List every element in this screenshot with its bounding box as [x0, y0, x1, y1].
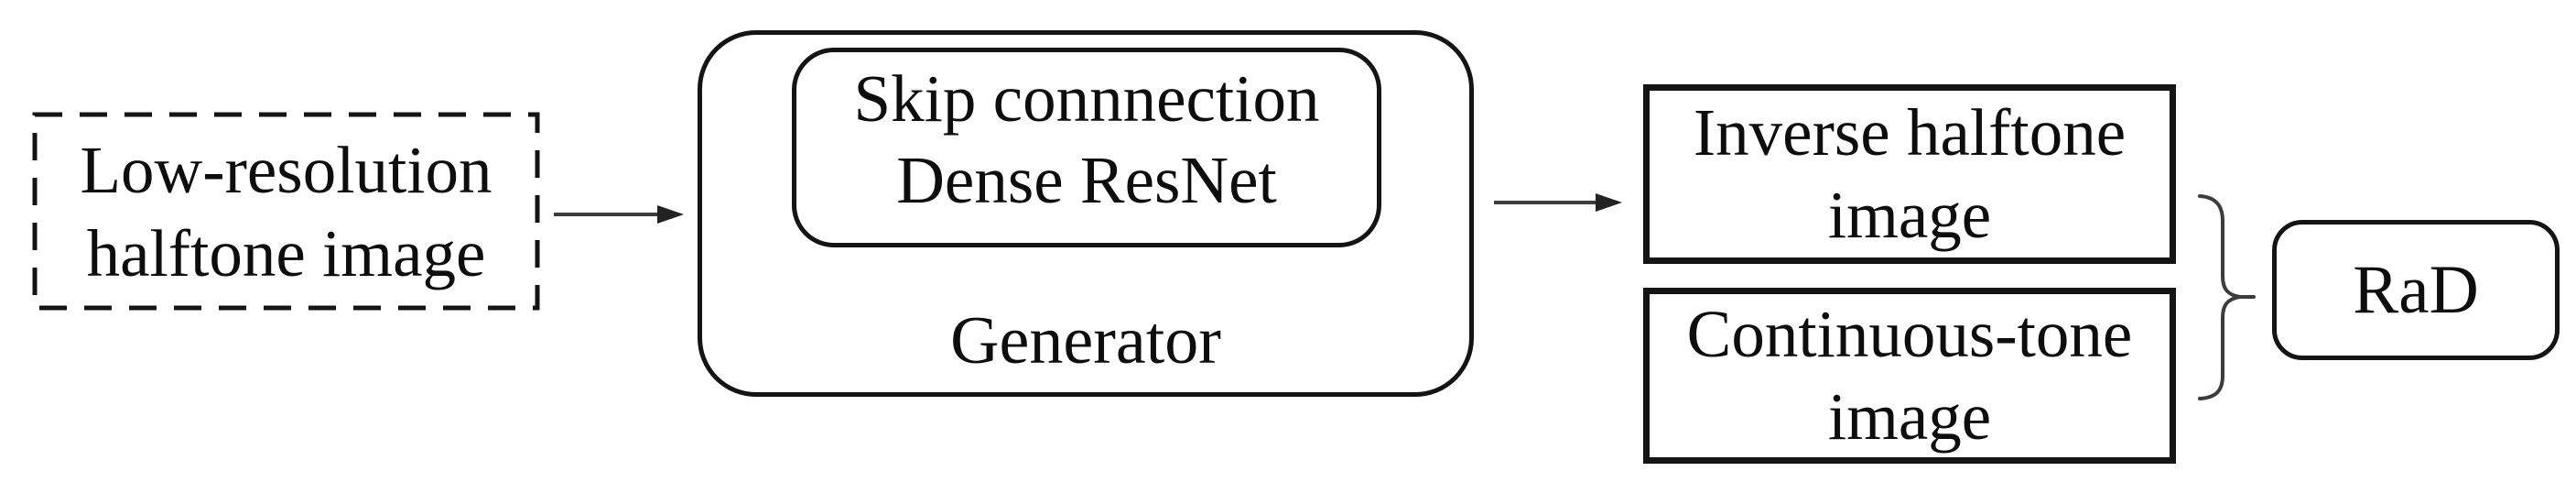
generator-label: Generator	[698, 300, 1474, 382]
continuous-output-label-line2: image	[1827, 379, 1992, 454]
input-label-line2: halftone image	[86, 215, 486, 290]
skip-block-label-line2: Dense ResNet	[896, 143, 1277, 217]
arrow-generator-to-output-head	[1596, 193, 1622, 212]
rad-label-text: RaD	[2353, 251, 2479, 328]
inverse-output-label-line1: Inverse halftone	[1693, 95, 2127, 170]
continuous-output-label-line1: Continuous-tone	[1686, 297, 2133, 371]
arrow-input-to-generator-head	[657, 205, 684, 224]
node-rad-discriminator: RaD	[2272, 220, 2560, 360]
input-label-line1: Low-resolution	[80, 132, 492, 207]
curly-brace	[2198, 194, 2256, 400]
skip-block-label-line1: Skip connnection	[853, 61, 1320, 136]
node-generator	[698, 30, 1474, 397]
node-continuous-tone-image: Continuous-tone image	[1643, 288, 2176, 464]
generator-label-text: Generator	[950, 303, 1221, 378]
node-skip-connection-dense-resnet: Skip connnection Dense ResNet	[792, 48, 1381, 247]
node-low-resolution-halftone-input: Low-resolution halftone image	[33, 113, 539, 310]
node-inverse-halftone-image: Inverse halftone image	[1643, 84, 2176, 264]
inverse-output-label-line2: image	[1827, 178, 1992, 252]
